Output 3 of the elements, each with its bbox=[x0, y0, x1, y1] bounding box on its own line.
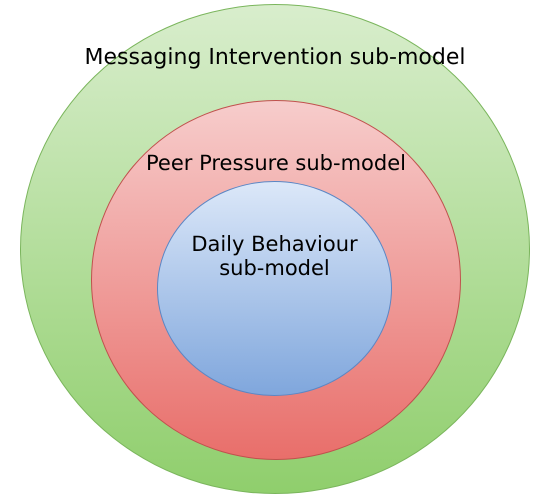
circle-label: Messaging Intervention sub-model bbox=[84, 45, 466, 70]
circle-label: Peer Pressure sub-model bbox=[145, 151, 407, 175]
circle-label: Daily Behaviour sub-model bbox=[190, 232, 359, 280]
